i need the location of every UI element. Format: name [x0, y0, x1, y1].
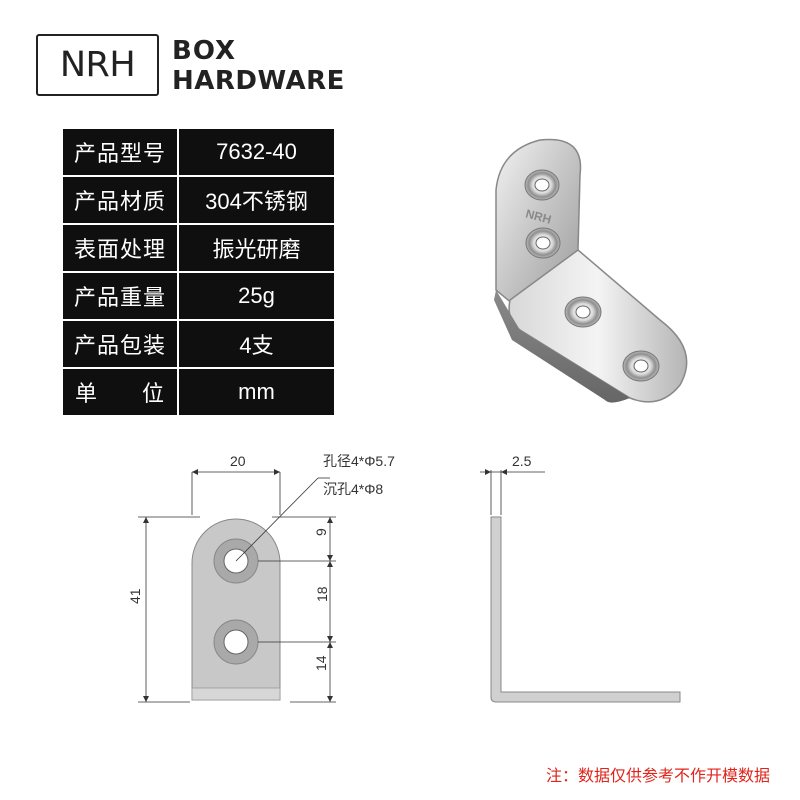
- spec-label-part: 单: [75, 381, 99, 406]
- dim-thickness: 2.5: [512, 453, 532, 469]
- brand-logo-mark: NRH: [36, 34, 159, 96]
- spec-value: 4支: [179, 321, 334, 367]
- spec-table: 产品型号 7632-40 产品材质 304不锈钢 表面处理 振光研磨 产品重量 …: [63, 127, 334, 417]
- spec-row-model: 产品型号 7632-40: [63, 129, 334, 175]
- dim-width: 20: [230, 453, 246, 469]
- spec-label: 表面处理: [63, 225, 177, 271]
- spec-row-finish: 表面处理 振光研磨: [63, 225, 334, 271]
- product-stamp: NRH: [524, 207, 553, 227]
- dim-height: 41: [127, 588, 143, 604]
- spec-label: 产品型号: [63, 129, 177, 175]
- spec-value: mm: [179, 369, 334, 415]
- spec-row-weight: 产品重量 25g: [63, 273, 334, 319]
- dim-bottom: 14: [313, 655, 329, 671]
- spec-row-package: 产品包装 4支: [63, 321, 334, 367]
- spec-label: 单 位: [63, 369, 177, 415]
- spec-value: 7632-40: [179, 129, 334, 175]
- spec-value: 304不锈钢: [179, 177, 334, 223]
- hole-note: 孔径4*Φ5.7: [323, 453, 395, 469]
- countersink-note: 沉孔4*Φ8: [323, 481, 383, 497]
- spec-value: 振光研磨: [179, 225, 334, 271]
- spec-label: 产品包装: [63, 321, 177, 367]
- spec-label: 产品材质: [63, 177, 177, 223]
- dim-top: 9: [313, 528, 329, 536]
- spec-label: 产品重量: [63, 273, 177, 319]
- spec-row-material: 产品材质 304不锈钢: [63, 177, 334, 223]
- brand-line-1: BOX: [172, 36, 237, 66]
- spec-value: 25g: [179, 273, 334, 319]
- spec-row-unit: 单 位 mm: [63, 369, 334, 415]
- dim-mid: 18: [314, 586, 330, 602]
- spec-label-part: 位: [141, 381, 165, 406]
- brand-line-2: HARDWARE: [172, 66, 345, 96]
- brand-name: BOX HARDWARE: [172, 36, 345, 96]
- disclaimer-note: 注：数据仅供参考不作开模数据: [545, 766, 770, 785]
